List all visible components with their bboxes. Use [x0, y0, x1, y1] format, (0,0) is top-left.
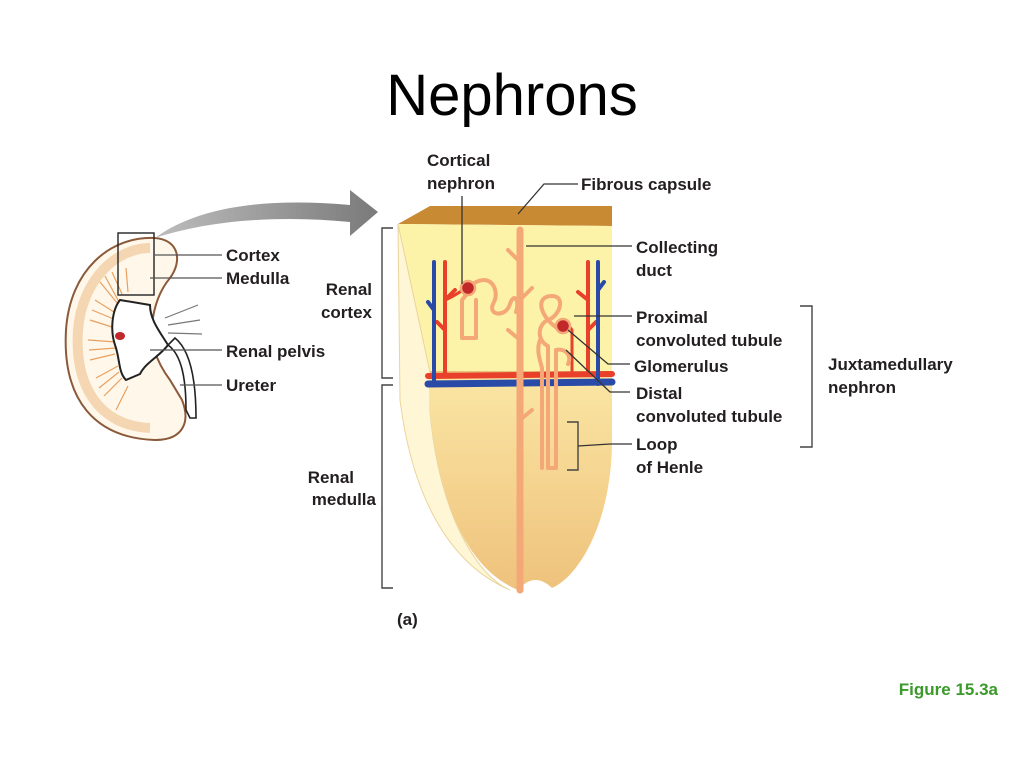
kidney-leaders [150, 254, 222, 386]
interlobular-artery-right [576, 260, 598, 376]
renal-medulla-bracket [381, 384, 393, 589]
section-side [397, 223, 511, 591]
section-block [397, 206, 612, 591]
renal-vessel-red [115, 332, 125, 340]
interlobular-vein-right [596, 260, 606, 386]
glomerulus-leader [567, 329, 630, 365]
label-cortical-nephron-line1: Cortical [427, 151, 490, 170]
renal-vessels [164, 304, 203, 335]
kidney-section [64, 232, 203, 442]
label-distal-line2: convoluted tubule [636, 407, 782, 426]
interlobular-vein-left [426, 260, 436, 386]
glomeruli [459, 279, 572, 335]
ureter-tube [166, 336, 197, 419]
label-renal-medulla-line2: medulla [312, 490, 377, 509]
label-loop-line2: of Henle [636, 458, 703, 477]
label-renal-cortex-line1: Renal [326, 280, 372, 299]
label-renal-cortex-line2: cortex [321, 303, 373, 322]
label-glomerulus: Glomerulus [634, 357, 728, 376]
cortical-glomerulus [459, 279, 477, 297]
slide-title: Nephrons [386, 63, 638, 128]
labels: Cortex Medulla Renal pelvis Ureter Renal… [226, 151, 953, 629]
label-renal-pelvis: Renal pelvis [226, 342, 325, 361]
tubules [460, 226, 572, 594]
fibrous-capsule-leader [517, 183, 578, 215]
panel-label: (a) [397, 610, 418, 629]
label-medulla: Medulla [226, 269, 290, 288]
label-ureter: Ureter [226, 376, 276, 395]
renal-pelvis-shape [111, 298, 170, 382]
leader-lines [461, 183, 632, 447]
zoom-arrow [155, 190, 378, 238]
juxta-descending [536, 338, 544, 470]
label-cortical-nephron-line2: nephron [427, 174, 495, 193]
label-juxtamedullary-line2: nephron [828, 378, 896, 397]
label-collecting-duct-line1: Collecting [636, 238, 718, 257]
juxtamedullary-bracket [800, 305, 813, 448]
label-distal-line1: Distal [636, 384, 682, 403]
zoom-box [117, 232, 155, 296]
figure-label: Figure 15.3a [898, 680, 998, 699]
label-fibrous-capsule: Fibrous capsule [581, 175, 711, 194]
brackets [381, 227, 813, 589]
capsule-top [398, 206, 612, 226]
label-proximal-line2: convoluted tubule [636, 331, 782, 350]
label-juxtamedullary-line1: Juxtamedullary [828, 355, 953, 374]
label-collecting-duct-line2: duct [636, 261, 672, 280]
distal-leader [565, 349, 630, 393]
label-renal-medulla-line1: Renal [308, 468, 354, 487]
renal-cortex-bracket [381, 227, 393, 379]
collecting-duct-branches [506, 248, 534, 422]
label-loop-line1: Loop [636, 435, 678, 454]
label-proximal-line1: Proximal [636, 308, 708, 327]
juxta-nephron-tubule [537, 294, 572, 470]
loop-leader [577, 443, 632, 447]
label-cortex: Cortex [226, 246, 280, 265]
cortex-region [398, 224, 612, 372]
renal-pyramids [87, 267, 129, 411]
juxta-glomerulus [554, 317, 572, 335]
cortical-nephron-tubule [460, 278, 520, 340]
